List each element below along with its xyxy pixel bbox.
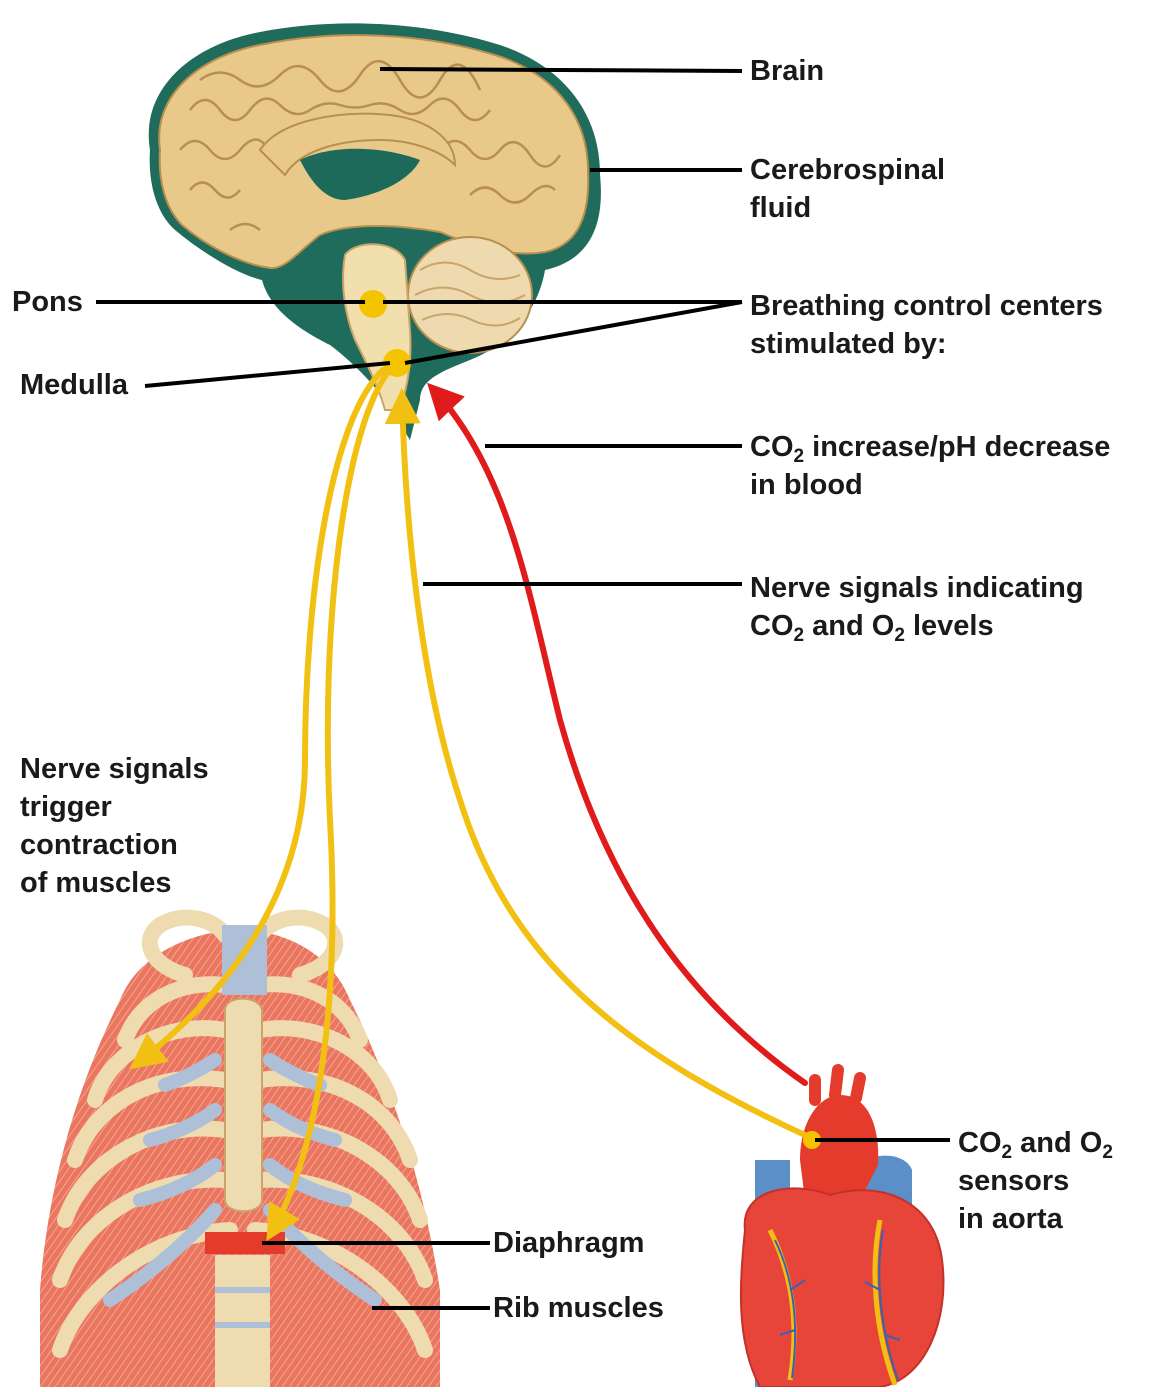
label-sensors-line2: sensors	[958, 1162, 1113, 1200]
label-sensors-line1: CO2 and O2	[958, 1124, 1113, 1162]
label-breathing-line2: stimulated by:	[750, 325, 1103, 363]
label-pons: Pons	[12, 283, 83, 321]
label-co2-increase: CO2 increase/pH decrease in blood	[750, 428, 1110, 504]
label-trigger-line4: of muscles	[20, 864, 209, 902]
label-sensors-line3: in aorta	[958, 1200, 1113, 1238]
label-nerve-indicating-line1: Nerve signals indicating	[750, 569, 1084, 607]
label-trigger-line3: contraction	[20, 826, 209, 864]
rib-cage-illustration	[40, 918, 440, 1387]
label-breathing-line1: Breathing control centers	[750, 287, 1103, 325]
sternum	[225, 999, 262, 1212]
label-trigger-line1: Nerve signals	[20, 750, 209, 788]
label-diaphragm: Diaphragm	[493, 1224, 644, 1262]
label-csf: Cerebrospinal fluid	[750, 151, 945, 227]
aortic-branches	[815, 1070, 860, 1100]
label-nerve-indicating-line2: CO2 and O2 levels	[750, 607, 1084, 645]
label-trigger-contraction: Nerve signals trigger contraction of mus…	[20, 750, 209, 902]
brain-leader	[380, 69, 742, 71]
label-aortic-sensors: CO2 and O2 sensors in aorta	[958, 1124, 1113, 1238]
label-trigger-line2: trigger	[20, 788, 209, 826]
label-co2-increase-line1: CO2 increase/pH decrease	[750, 428, 1110, 466]
cerebellum	[408, 237, 532, 353]
label-co2-increase-line2: in blood	[750, 466, 1110, 504]
label-nerve-signals-indicating: Nerve signals indicating CO2 and O2 leve…	[750, 569, 1084, 645]
label-breathing-centers: Breathing control centers stimulated by:	[750, 287, 1103, 363]
label-medulla: Medulla	[20, 366, 128, 404]
heart	[741, 1188, 944, 1387]
label-rib-muscles: Rib muscles	[493, 1289, 664, 1327]
medulla-leader	[145, 363, 390, 386]
label-csf-line2: fluid	[750, 189, 945, 227]
label-csf-line1: Cerebrospinal	[750, 151, 945, 189]
label-brain: Brain	[750, 52, 824, 90]
sensor-signal-to-medulla-arrow	[402, 395, 805, 1135]
